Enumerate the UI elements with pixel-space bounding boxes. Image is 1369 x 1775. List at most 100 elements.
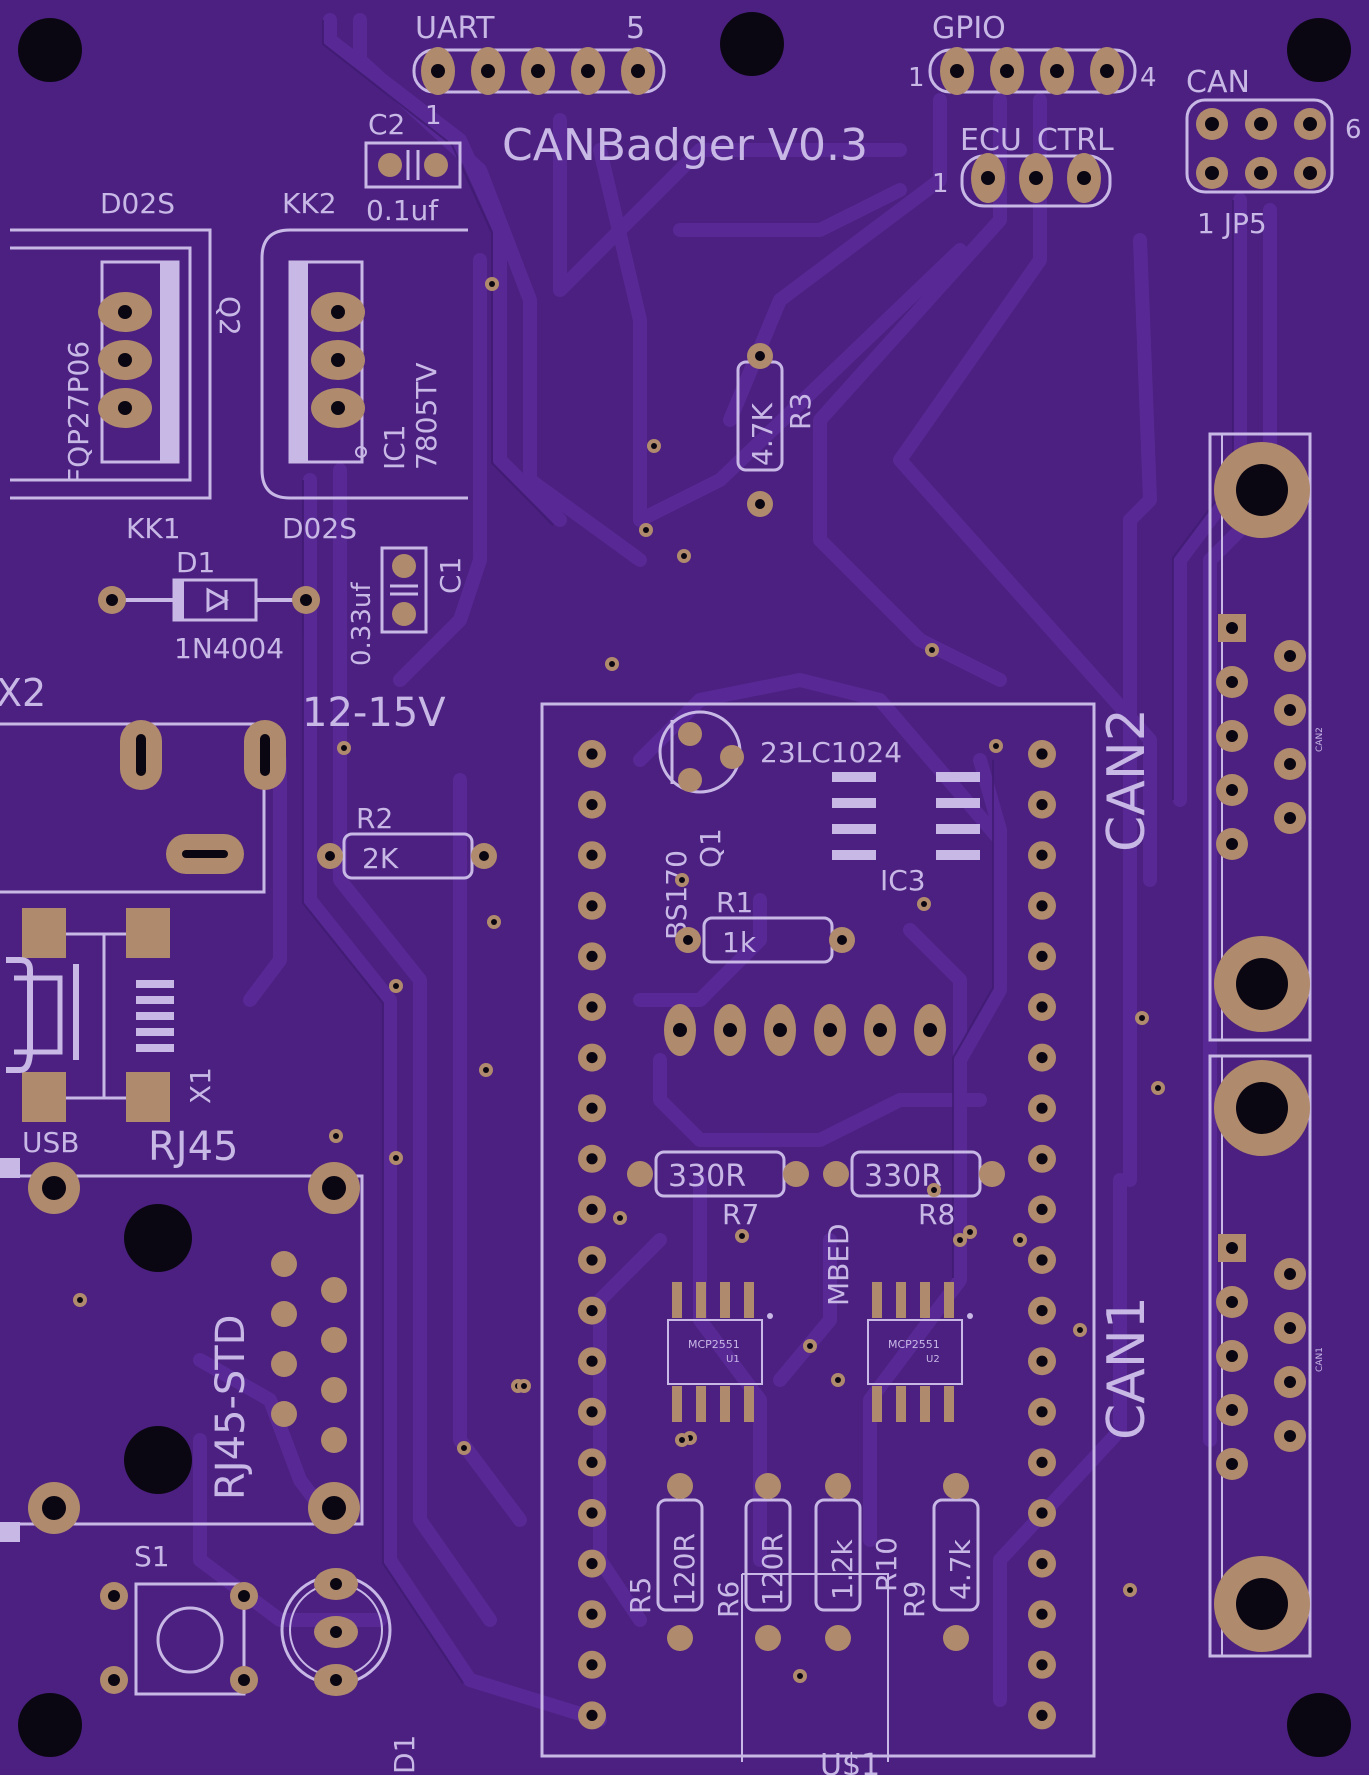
rj45-std-label: RJ45-STD [208, 1314, 254, 1500]
via-hole [681, 553, 687, 559]
vias [73, 277, 1165, 1683]
r2-label: R2 [356, 802, 393, 835]
via-hole [921, 901, 927, 907]
r5-label: R5 [624, 1577, 657, 1614]
mbed-pin-hole [1036, 950, 1048, 963]
ic1-value: 7805TV [410, 362, 443, 470]
c1-value: 0.33uf [347, 582, 377, 666]
rj45-connector: RJ45 RJ45-STD [0, 1124, 364, 1542]
mbed-pin-hole [1036, 1001, 1048, 1013]
resistor-r10: 1.2k R10 [814, 1473, 903, 1651]
can-transceiver-u1: MCP2551 U1 [667, 1282, 773, 1422]
ecu-pin1-label: 1 [932, 169, 949, 199]
mbed-pin-hole [586, 950, 598, 963]
can2-small-label: CAN2 [1315, 727, 1325, 752]
transistor-q1: BS170 Q1 [658, 710, 744, 940]
resistor-r9: 4.7k R9 [898, 1473, 980, 1651]
mcp2551-u2-label: MCP2551 [888, 1338, 940, 1351]
mbed-pin-hole [586, 849, 598, 861]
regulator-ic1: KK2 IC1 7805TV [260, 187, 468, 500]
mbed-pin-hole [586, 1507, 598, 1519]
led-d1: D1 [280, 1568, 421, 1774]
board-title: CANBadger V0.3 [502, 120, 868, 171]
ecu-ctrl-header: ECU_CTRL 1 [932, 123, 1114, 208]
jp5-label: 1 JP5 [1197, 207, 1267, 240]
23lc1024-label: 23LC1024 [760, 736, 902, 769]
r6-label: R6 [712, 1581, 745, 1618]
ic3-label: IC3 [880, 864, 926, 897]
mount-hole-bl [18, 1693, 82, 1757]
kk1-label: KK1 [126, 512, 181, 545]
mbed-pin-hole [1036, 1659, 1048, 1671]
mount-hole-br [1287, 1693, 1351, 1757]
can-jp5-header: CAN 6 1 JP5 [1185, 65, 1362, 240]
mbed-pin-hole [586, 1203, 598, 1215]
via-hole [835, 1377, 841, 1383]
via-hole [491, 919, 497, 925]
r6-value: 120R [756, 1533, 789, 1606]
via-hole [651, 443, 657, 449]
r9-value: 4.7k [944, 1538, 977, 1600]
mount-hole-tr [1287, 18, 1351, 82]
power-jack-x2: X2 12-15V [0, 671, 446, 894]
r7-value: 330R [668, 1159, 746, 1194]
r1-label: R1 [716, 886, 753, 919]
usb-label: USB [22, 1126, 79, 1159]
x2-label: X2 [0, 671, 46, 715]
via-hole [967, 1229, 973, 1235]
pushbutton-s1: S1 [100, 1540, 258, 1696]
q1-label: Q1 [694, 828, 727, 868]
q2-label: Q2 [213, 296, 246, 336]
gpio-label: GPIO [932, 11, 1006, 46]
resistor-r2: R2 2K [317, 802, 497, 880]
resistor-r7: 330R R7 [627, 1150, 809, 1231]
via-hole [931, 1187, 937, 1193]
via-hole [393, 1155, 399, 1161]
mbed-pin-hole [586, 799, 598, 811]
mounting-holes [18, 12, 1351, 1757]
can-header-label: CAN [1186, 65, 1250, 100]
kk2-label: KK2 [282, 187, 337, 220]
via-hole [739, 1233, 745, 1239]
can-transceiver-u2: MCP2551 U2 [867, 1282, 973, 1422]
mbed-pin-hole [1036, 1052, 1048, 1064]
traces-edges [302, 20, 1234, 1684]
d1-value: 1N4004 [174, 632, 284, 665]
mbed-pin-hole [1036, 1507, 1048, 1519]
capacitor-c1: 0.33uf C1 [347, 546, 467, 666]
via-hole [461, 1445, 467, 1451]
s1-label: S1 [134, 1540, 170, 1573]
d02s-a-label: D02S [100, 187, 175, 220]
us1-label: U$1 [820, 1748, 880, 1775]
voltage-label: 12-15V [302, 690, 446, 736]
transistor-q2: D02S Q2 FQP27P06 [10, 187, 246, 500]
mbed-pin-hole [1036, 1153, 1048, 1165]
via-hole [333, 1133, 339, 1139]
via-hole [393, 983, 399, 989]
via-hole [521, 1383, 527, 1389]
uart-pin5-label: 5 [626, 11, 645, 46]
via-hole [609, 661, 615, 667]
mbed-pin-hole [1036, 1709, 1048, 1721]
r10-value: 1.2k [826, 1538, 859, 1600]
mbed-pin-hole [1036, 1355, 1048, 1367]
mbed-pins-right [1028, 740, 1056, 1730]
db9-connector-can2: CAN2 CAN2 [1097, 432, 1325, 1042]
resistor-r8: 330R R8 [823, 1150, 1005, 1231]
r10-label: R10 [870, 1537, 903, 1592]
mbed-pin-hole [1036, 799, 1048, 811]
via-hole [1155, 1085, 1161, 1091]
via-hole [679, 1437, 685, 1443]
mbed-pin-hole [1036, 900, 1048, 912]
mbed-pin-hole [1036, 1406, 1048, 1418]
x1-label: X1 [184, 1067, 217, 1104]
u2-label: U2 [926, 1354, 940, 1365]
capacitor-c2: C2 0.1uf [364, 108, 462, 227]
mcp2551-u1-label: MCP2551 [688, 1338, 740, 1351]
uart-header: UART 5 1 [412, 11, 666, 131]
can-pin6-label: 6 [1345, 115, 1362, 145]
bs170-label: BS170 [660, 850, 693, 940]
mbed-pin-hole [586, 1608, 598, 1620]
diode-d1: KK1 D02S D1 1N4004 [98, 512, 357, 665]
